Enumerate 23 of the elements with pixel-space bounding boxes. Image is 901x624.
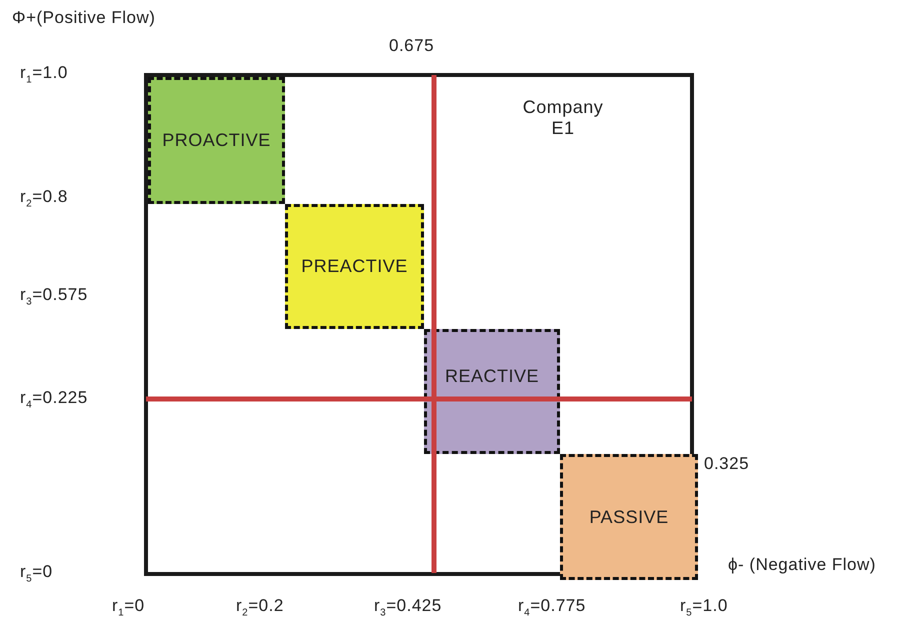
axis-value: r$_{4}$=0.775 — [518, 596, 586, 618]
axis-title: ϕ- (Negative Flow) — [728, 555, 876, 575]
category-box — [285, 204, 424, 329]
axis-value: r$_{1}$=0 — [112, 596, 145, 618]
axis-value: r$_{2}$=0.2 — [236, 596, 284, 618]
category-box — [148, 77, 285, 204]
box-label: PASSIVE — [589, 506, 669, 528]
axis-value: 0.325 — [704, 454, 750, 474]
axis-value: r$_{3}$=0.425 — [374, 596, 442, 618]
axis-value: r$_{1}$=1.0 — [20, 63, 68, 86]
axis-value: 0.675 — [389, 36, 434, 56]
axis-value: r$_{5}$=0 — [20, 562, 53, 584]
axis-title: Φ+(Positive Flow) — [12, 8, 156, 28]
box-label: REACTIVE — [444, 366, 540, 387]
axis-value: r$_{4}$=0.225 — [20, 388, 88, 410]
axis-value: r$_{5}$=1.0 — [680, 596, 728, 618]
category-box — [560, 454, 698, 580]
axis-value: r$_{3}$=0.575 — [20, 285, 88, 308]
box-label: Company E1 — [522, 97, 604, 139]
category-box — [424, 329, 560, 454]
axis-value: r$_{2}$=0.8 — [20, 187, 68, 210]
box-label: PREACTIVE — [301, 256, 408, 277]
box-label: PROACTIVE — [162, 130, 271, 151]
